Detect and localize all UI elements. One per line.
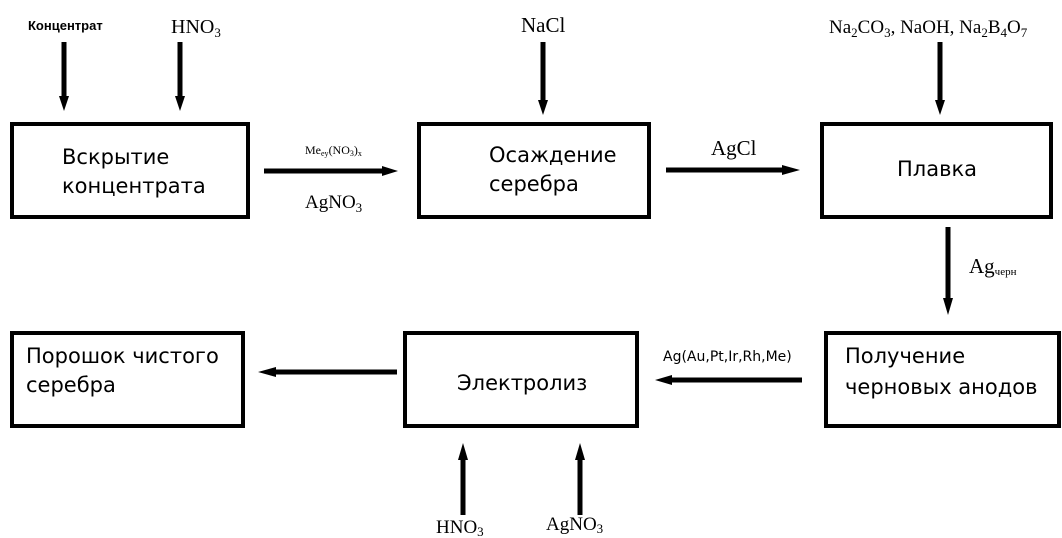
label-concentrate: Концентрат [28, 18, 103, 33]
formula-part: 3 [884, 25, 891, 40]
label-agcl: AgCl [711, 136, 757, 160]
label-agno3-flow: AgNO3 [305, 192, 362, 215]
box-anodes-line-2: черновых анодов [845, 375, 1038, 399]
label-ag-alloy: Ag(Au,Pt,Ir,Rh,Me) [663, 349, 792, 365]
box-precipitation-frame [417, 122, 651, 219]
formula-part: (NO [329, 143, 351, 157]
box-smelting-frame [820, 122, 1053, 219]
box-electrolysis-frame [403, 331, 639, 428]
box-smelting: Плавка [820, 122, 1053, 219]
formula-part: 2 [851, 25, 858, 40]
arrow-hno3-electrolysis-in [458, 443, 468, 515]
label-hno3-top: HNO3 [171, 16, 221, 40]
arrow-anodes-to-electrolysis [655, 375, 802, 385]
formula-part: , NaOH, Na [891, 17, 982, 38]
arrow-electrolysis-to-powder [258, 367, 397, 377]
box-smelting-line-1: Плавка [897, 157, 977, 181]
arrow-opening-to-precipitation [264, 166, 398, 176]
label-agno3-bottom: AgNO3 [546, 514, 603, 536]
formula-part: ey [321, 149, 329, 158]
box-precipitation: Осаждение серебра [417, 122, 651, 219]
box-precipitation-line-2: серебра [489, 172, 579, 196]
formula-part: CO [858, 17, 884, 38]
formula-part: ) [354, 143, 358, 157]
box-powder-line-1: Порошок чистого [26, 344, 219, 368]
formula-part: x [358, 149, 362, 158]
box-precipitation-line-1: Осаждение [489, 143, 617, 167]
formula-part: 4 [1001, 25, 1008, 40]
box-opening: Вскрытие концентрата [10, 122, 250, 219]
box-powder-frame [10, 331, 245, 428]
box-powder: Порошок чистого серебра [10, 331, 245, 428]
formula-part: Me [305, 143, 321, 157]
box-opening-line-2: концентрата [62, 174, 206, 198]
label-nacl: NaCl [521, 13, 565, 37]
arrow-agno3-electrolysis-in [575, 443, 585, 515]
box-opening-frame [10, 122, 250, 219]
formula-part: O [1007, 17, 1021, 38]
box-powder-line-2: серебра [26, 373, 116, 397]
arrow-hno3-in [175, 42, 185, 111]
box-opening-line-1: Вскрытие [62, 145, 169, 169]
box-anodes: Получение черновых анодов [824, 331, 1061, 428]
formula-part: 7 [1021, 25, 1028, 40]
box-anodes-frame [824, 331, 1061, 428]
arrow-concentrate-in [59, 42, 69, 111]
arrow-precipitation-to-smelting [666, 165, 800, 175]
box-electrolysis: Электролиз [403, 331, 639, 428]
label-metal-nitrates: Meey(NO3)x [305, 143, 362, 158]
box-anodes-line-1: Получение [845, 344, 965, 368]
label-flux-reagents: Na2CO3, NaOH, Na2B4O7 [829, 17, 1028, 40]
arrow-flux-in [935, 42, 945, 115]
box-electrolysis-line-1: Электролиз [457, 371, 587, 395]
formula-part: B [988, 17, 1001, 38]
label-hno3-bottom: HNO3 [436, 517, 484, 538]
arrow-nacl-in [538, 42, 548, 115]
formula-part: 3 [350, 149, 354, 158]
label-ag-crude: Agчерн [969, 254, 1017, 278]
formula-part: Na [829, 17, 852, 38]
arrow-smelting-to-anodes [943, 227, 953, 315]
formula-part: 2 [981, 25, 988, 40]
